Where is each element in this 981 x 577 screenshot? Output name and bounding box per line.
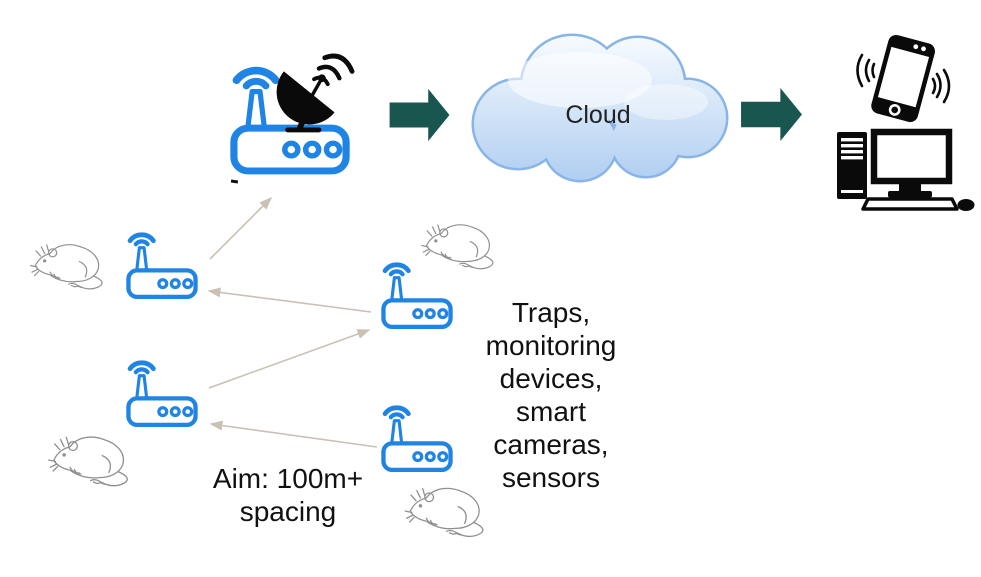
flow-arrow-cloud-to-devices [741,87,802,142]
smartphone-icon [856,34,951,123]
satellite-dish-icon [276,53,355,133]
cloud-icon [471,33,729,183]
link-arrow-node3-to-node2 [208,329,371,389]
flow-arrow-gateway-to-cloud [389,88,450,142]
devices-caption: Traps, monitoring devices, smart cameras… [485,297,617,493]
link-arrow-node1-to-gateway [209,196,273,260]
node-router-3-icon [126,350,198,428]
spacing-caption: Aim: 100m+ spacing [212,463,364,527]
rat-icon-1 [30,244,103,290]
link-arrow-node4-to-node3 [209,420,378,448]
computer-icon [837,128,975,211]
link-arrow-node2-to-node1 [207,287,372,313]
rat-icon-2 [421,224,494,270]
node-router-4-icon [381,395,453,473]
rat-icon-3 [48,436,128,487]
cloud-label: Cloud [565,101,631,129]
node-router-1-icon [126,222,198,300]
